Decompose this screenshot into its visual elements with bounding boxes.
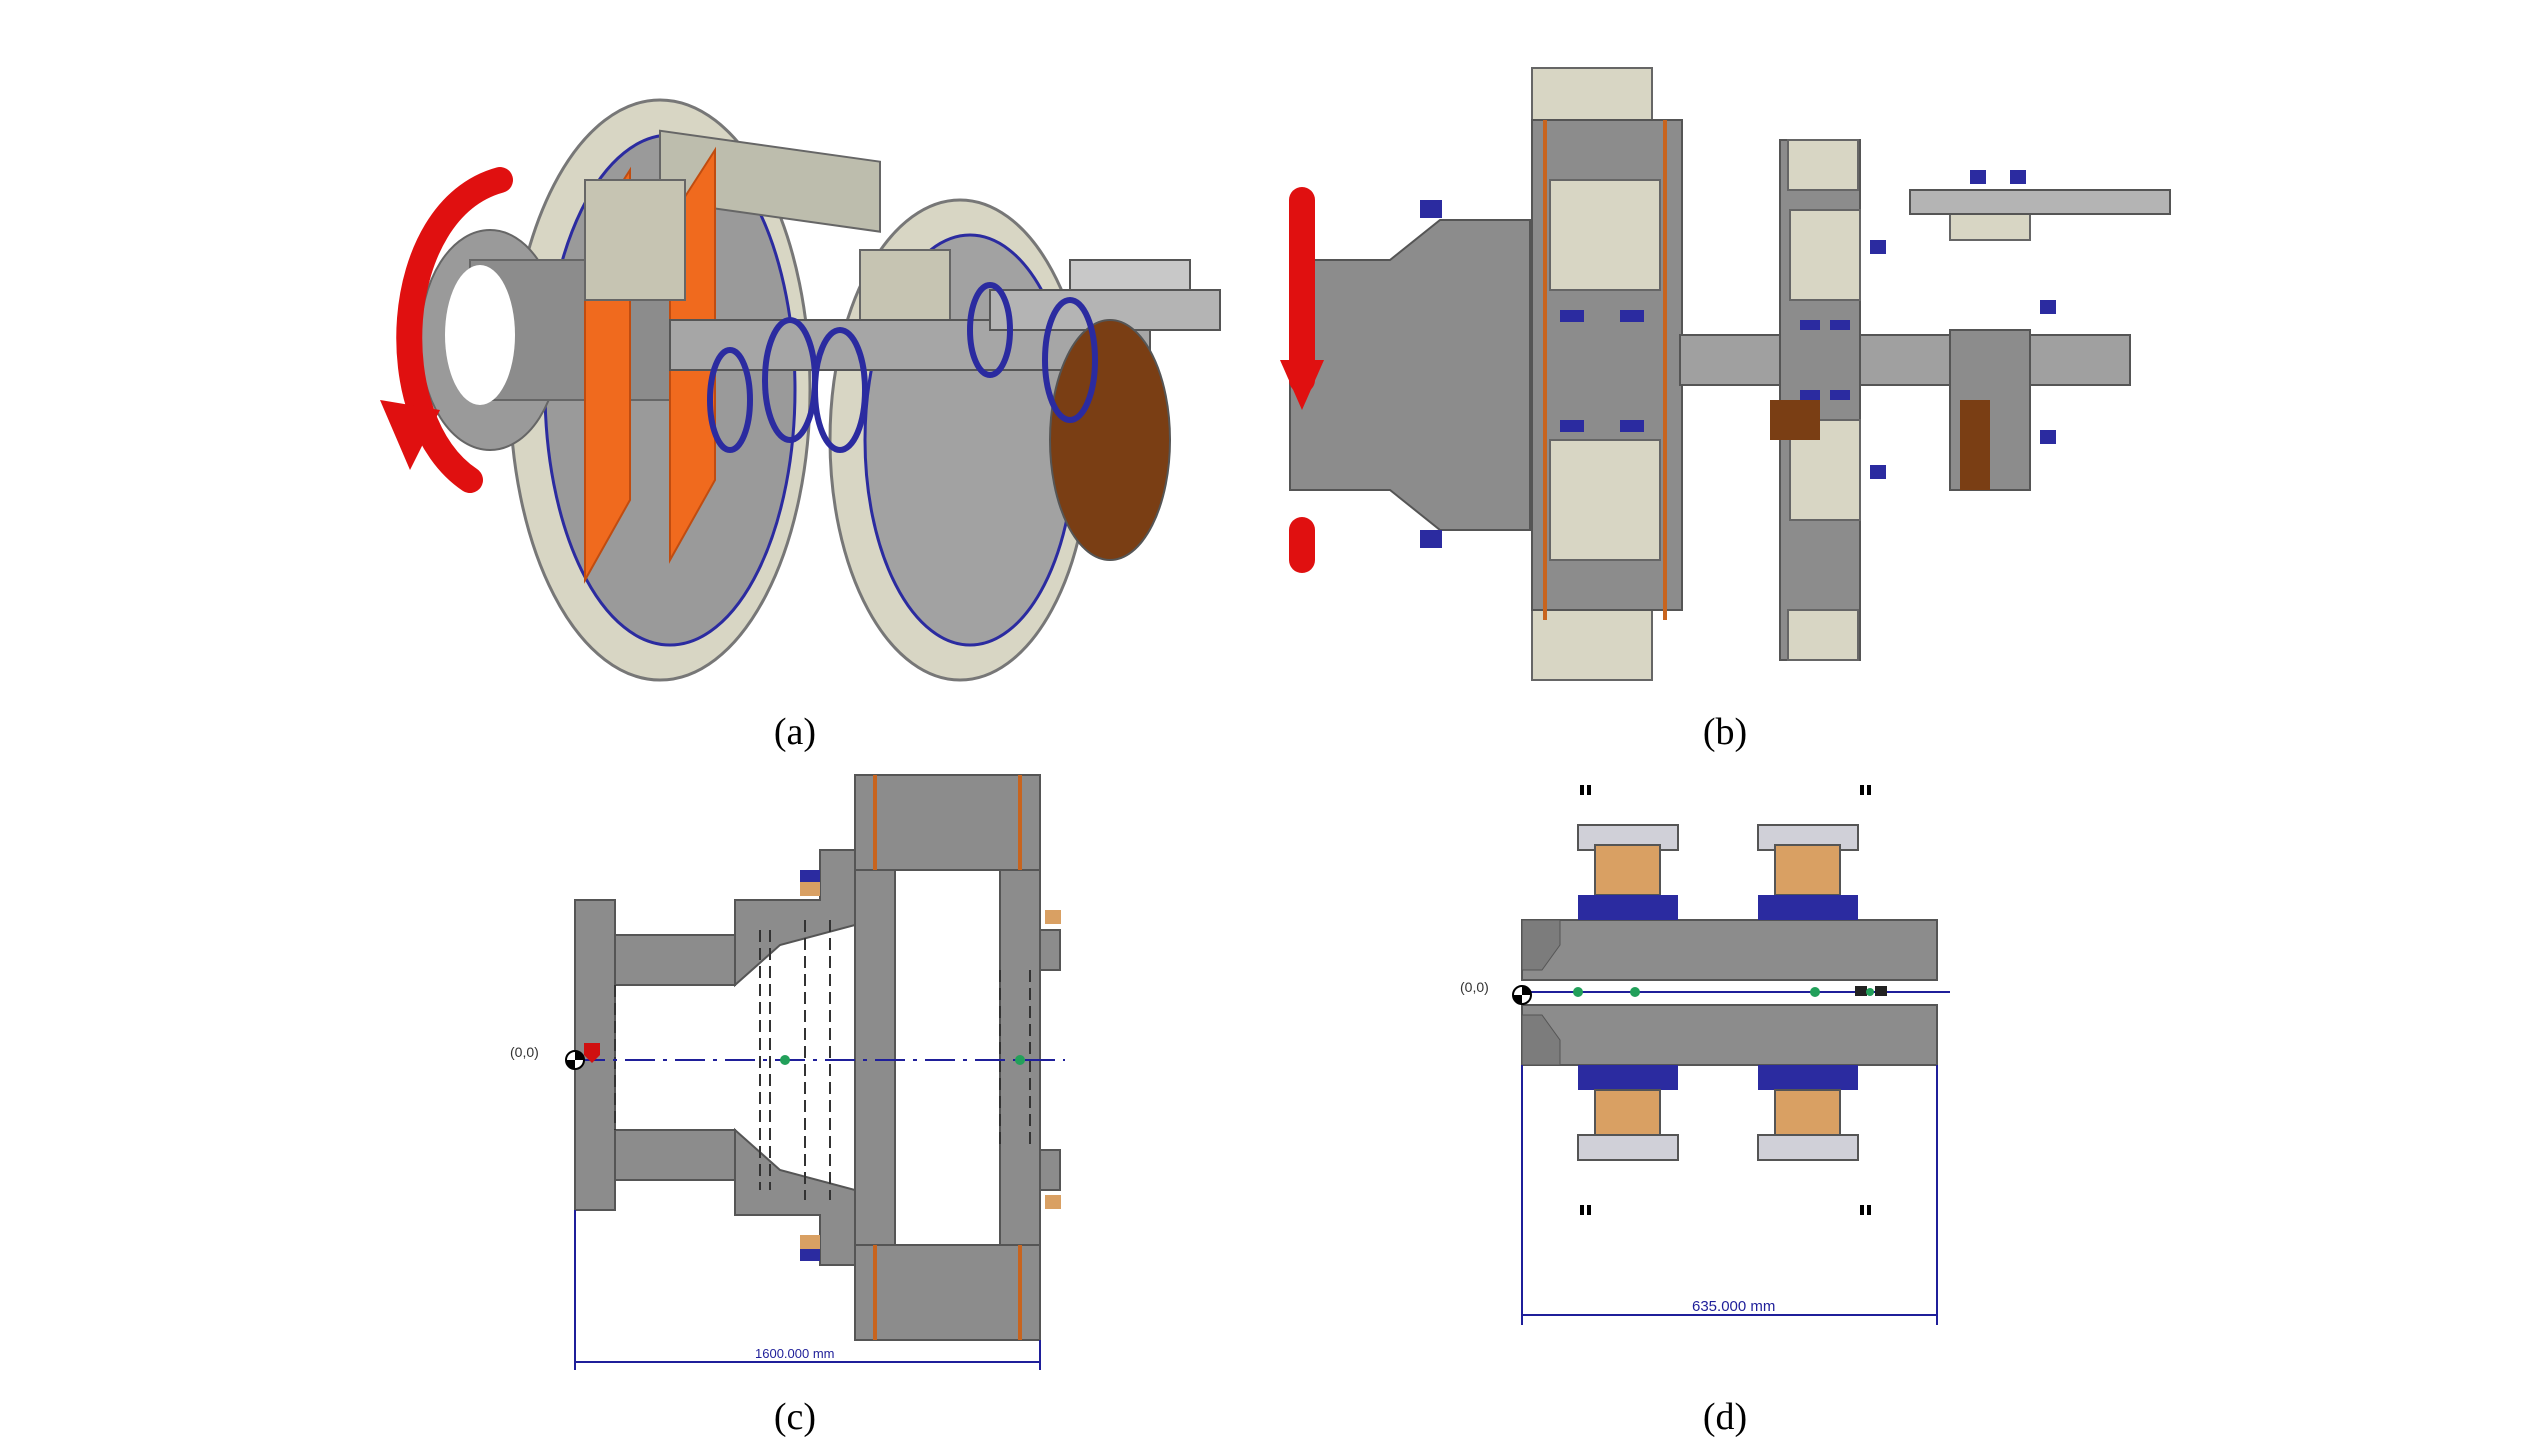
origin-label: (0,0) xyxy=(1460,979,1489,995)
support-marker-icon xyxy=(584,1043,600,1063)
input-shaft-upper xyxy=(614,934,736,986)
caption-c: (c) xyxy=(773,1396,817,1438)
ring-gear-stage-2 xyxy=(1779,139,1861,661)
bearings xyxy=(1420,170,2056,548)
bearings xyxy=(800,870,1061,1261)
node xyxy=(1015,1055,1025,1065)
ring-gear-lower xyxy=(854,1244,1041,1341)
node xyxy=(1630,987,1640,997)
rotation-arrow-icon xyxy=(380,167,513,493)
hub-taper-lower xyxy=(734,1127,856,1266)
shaft-lower xyxy=(1521,1004,1938,1066)
ring-gear-stage-1 xyxy=(1531,67,1683,681)
caption-d: (d) xyxy=(1702,1396,1748,1438)
output-stage xyxy=(1770,189,2171,491)
node xyxy=(780,1055,790,1065)
panel-b-section-view xyxy=(1280,67,2171,681)
panel-c-schematic: (0,0) 1600.000 mm xyxy=(510,774,1065,1370)
input-hub xyxy=(1289,219,1531,531)
origin-label: (0,0) xyxy=(510,1044,539,1060)
caption-b: (b) xyxy=(1702,711,1748,753)
shaft-upper xyxy=(1521,919,1938,981)
caption-a: (a) xyxy=(773,711,817,753)
node xyxy=(1866,988,1874,996)
output-disc xyxy=(1049,319,1171,561)
node xyxy=(1573,987,1583,997)
input-shaft-lower xyxy=(614,1129,736,1181)
panel-a-3d-cutaway xyxy=(380,98,1221,682)
dimension-label: 635.000 mm xyxy=(1692,1298,1775,1315)
main-shaft xyxy=(1679,334,2131,386)
hub-taper-upper xyxy=(734,849,856,988)
tick-marks xyxy=(1580,785,1871,1215)
bearing-1 xyxy=(1577,824,1679,1161)
bearings xyxy=(707,282,1098,453)
dimension-label: 1600.000 mm xyxy=(755,1346,835,1361)
rotation-arrow-icon xyxy=(1280,187,1324,573)
ring-gear-upper xyxy=(854,774,1041,871)
bearing-2 xyxy=(1757,824,1859,1161)
panel-d-schematic: (0,0) 635.000 mm xyxy=(1460,785,1950,1325)
planet-gear-stage-1 xyxy=(584,179,686,301)
hidden-lines xyxy=(614,920,1031,1200)
node xyxy=(1810,987,1820,997)
